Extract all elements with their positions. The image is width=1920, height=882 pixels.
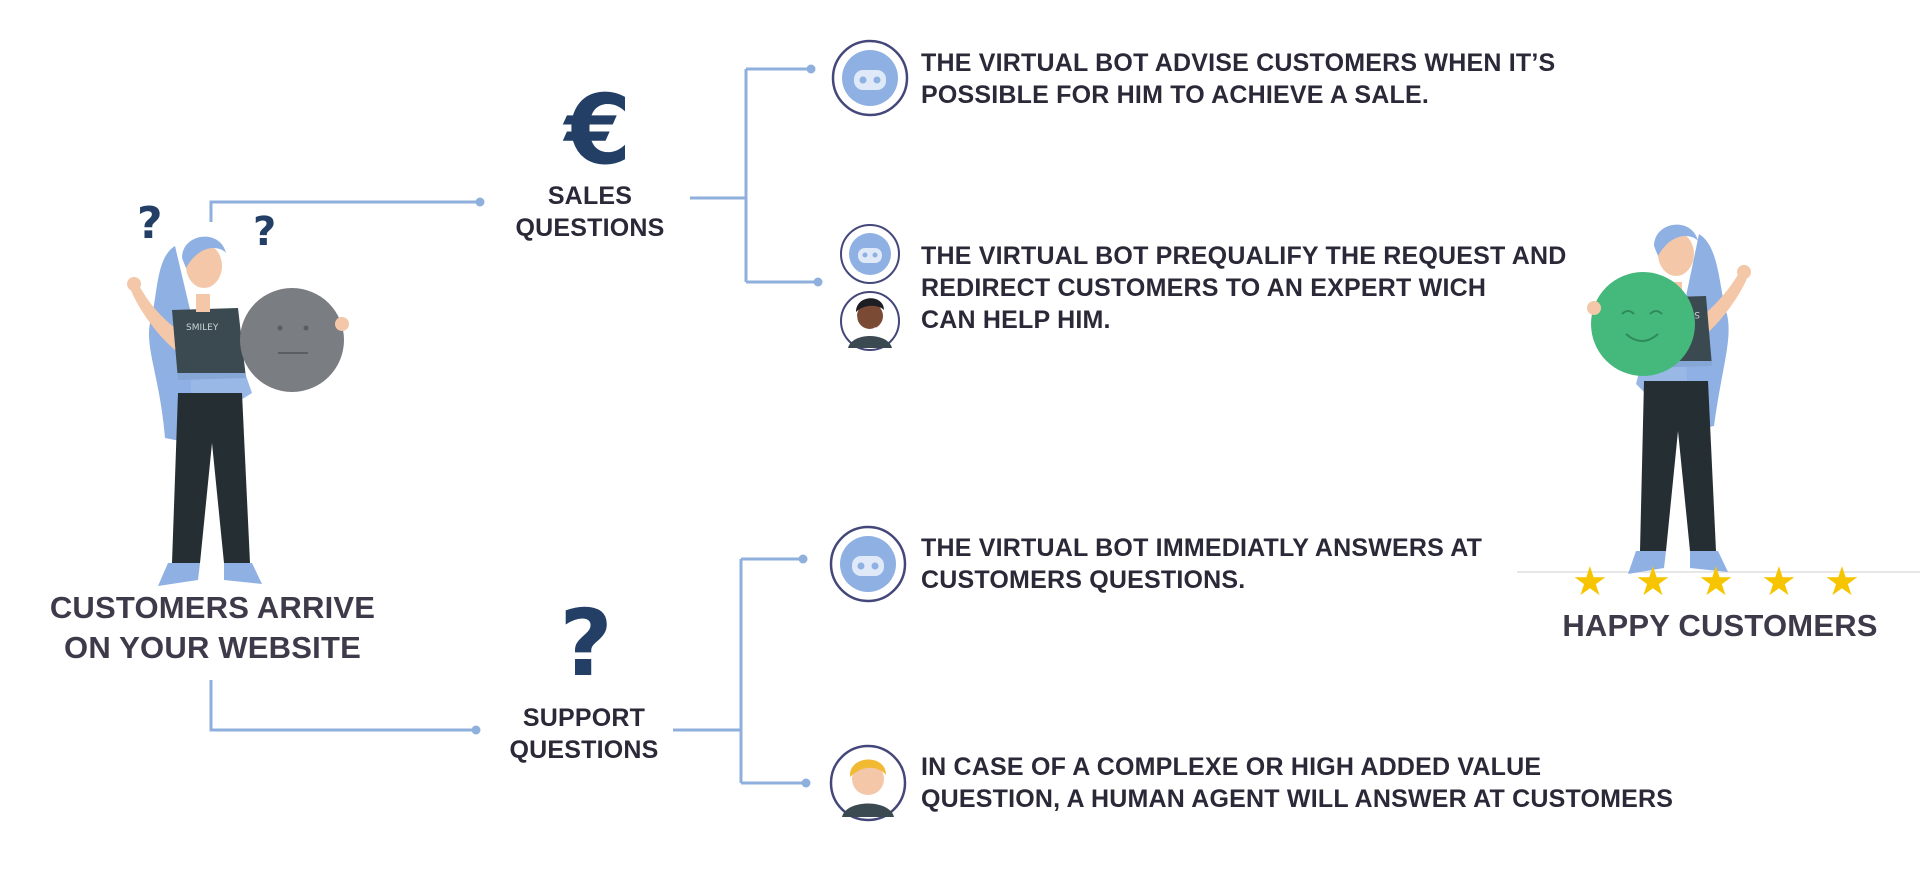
ball-eye: [1649, 310, 1663, 315]
support-item-1-text: THE VIRTUAL BOT IMMEDIATLY ANSWERS AT CU…: [921, 532, 1641, 596]
shirt-shape: [172, 308, 246, 380]
connector-dot: [806, 64, 816, 74]
hand-shape: [127, 277, 141, 291]
bot-icon: [829, 525, 907, 603]
ball-eye: [303, 325, 309, 331]
agent-icon-face: [852, 763, 884, 795]
customer-illustration-happy: SMILEY: [1587, 224, 1751, 574]
agent-icon-face: [857, 303, 883, 329]
hand-shape: [335, 317, 349, 331]
left-caption-line: CUSTOMERS ARRIVE: [49, 590, 376, 625]
arm-shape: [130, 283, 182, 350]
agent-icon-shirt: [842, 803, 894, 817]
bot-icon-face: [854, 70, 886, 90]
support-item-2-text: IN CASE OF A COMPLEXE OR HIGH ADDED VALU…: [921, 751, 1721, 815]
pants-shape: [1640, 381, 1716, 551]
connector-dot: [801, 778, 811, 788]
desc-line: IN CASE OF A COMPLEXE OR HIGH ADDED VALU…: [921, 753, 1542, 781]
star-icon: ★: [1824, 559, 1860, 605]
connector-dot: [813, 277, 823, 287]
connector-left-to-support: [209, 680, 476, 732]
sales-item-2-text: THE VIRTUAL BOT PREQUALIFY THE REQUEST A…: [921, 240, 1641, 336]
connector-dot: [471, 725, 481, 735]
desc-line: QUESTION, A HUMAN AGENT WILL ANSWER AT C…: [921, 785, 1674, 813]
hair-top-shape: [182, 236, 226, 268]
agent-icon-hair: [856, 298, 884, 312]
question-mark-icon: ?: [253, 209, 277, 255]
right-caption: HAPPY CUSTOMERS: [1562, 608, 1878, 643]
desc-line: CAN HELP HIM.: [921, 306, 1111, 334]
connector-dot: [798, 554, 808, 564]
agent-icon-shirt: [848, 336, 892, 348]
star-rating: ★ ★ ★ ★ ★: [1572, 562, 1864, 604]
connector-group: [209, 64, 1920, 788]
shoe-shape: [1690, 551, 1728, 572]
bot-icon-face: [858, 248, 882, 263]
bot-icon-eye: [873, 76, 881, 84]
pants-shape: [172, 393, 250, 563]
support-label-line: SUPPORT: [522, 704, 646, 732]
connector-dot: [475, 197, 485, 207]
sales-item-1-text: THE VIRTUAL BOT ADVISE CUSTOMERS WHEN IT…: [921, 47, 1641, 111]
grey-ball-neutral: [240, 288, 344, 392]
star-icon: ★: [1572, 559, 1608, 605]
bot-icon-face: [852, 556, 884, 576]
connector-left-to-sales: [209, 200, 480, 222]
question-icon: ?: [559, 590, 613, 697]
ball-eye: [1621, 310, 1635, 315]
left-caption-line: ON YOUR WEBSITE: [64, 630, 361, 665]
desc-line: THE VIRTUAL BOT IMMEDIATLY ANSWERS AT: [921, 534, 1483, 562]
headset-icon: [854, 315, 877, 332]
bot-icon-eye: [872, 252, 878, 258]
bot-icon-eye: [857, 562, 865, 570]
bot-icon: [831, 39, 909, 117]
question-mark-icon: ?: [137, 198, 163, 249]
star-icon: ★: [1761, 559, 1797, 605]
desc-line: CUSTOMERS QUESTIONS.: [921, 566, 1246, 594]
headset-icon: [848, 782, 876, 801]
desc-line: POSSIBLE FOR HIM TO ACHIEVE A SALE.: [921, 81, 1429, 109]
green-ball-smiling: [1591, 272, 1695, 376]
human-agent-icon: [829, 744, 907, 822]
sales-questions-label: SALES QUESTIONS: [500, 180, 680, 244]
neck-shape: [196, 294, 210, 312]
connector-support-branch: [673, 557, 806, 785]
shoe-shape: [158, 563, 200, 586]
customer-illustration-confused: SMILEY: [127, 236, 349, 586]
sales-label-line: SALES: [547, 182, 633, 210]
hair-top-shape: [1654, 224, 1698, 256]
sales-label-line: QUESTIONS: [515, 214, 665, 242]
ball-smile: [1625, 333, 1659, 342]
support-label-line: QUESTIONS: [509, 736, 659, 764]
bot-icon-eye: [862, 252, 868, 258]
star-icon: ★: [1698, 559, 1734, 605]
hand-shape: [1587, 301, 1601, 315]
connector-sales-branch: [690, 67, 818, 284]
star-icon: ★: [1635, 559, 1671, 605]
ball-eye: [277, 325, 283, 331]
desc-line: THE VIRTUAL BOT ADVISE CUSTOMERS WHEN IT…: [921, 49, 1556, 77]
left-caption: CUSTOMERS ARRIVE ON YOUR WEBSITE: [30, 588, 395, 668]
bot-and-agent-icon: [840, 224, 900, 351]
support-questions-label: SUPPORT QUESTIONS: [494, 702, 674, 766]
euro-icon: €: [564, 74, 632, 186]
hand-shape: [1737, 265, 1751, 279]
desc-line: REDIRECT CUSTOMERS TO AN EXPERT WICH: [921, 274, 1487, 302]
shoe-shape: [1628, 551, 1666, 574]
agent-icon-hair: [849, 759, 886, 777]
bot-icon-eye: [859, 76, 867, 84]
bot-icon-eye: [871, 562, 879, 570]
shirt-text: SMILEY: [186, 323, 219, 333]
arm-shape: [1696, 271, 1748, 338]
shoe-shape: [224, 563, 262, 584]
desc-line: THE VIRTUAL BOT PREQUALIFY THE REQUEST A…: [921, 242, 1567, 270]
